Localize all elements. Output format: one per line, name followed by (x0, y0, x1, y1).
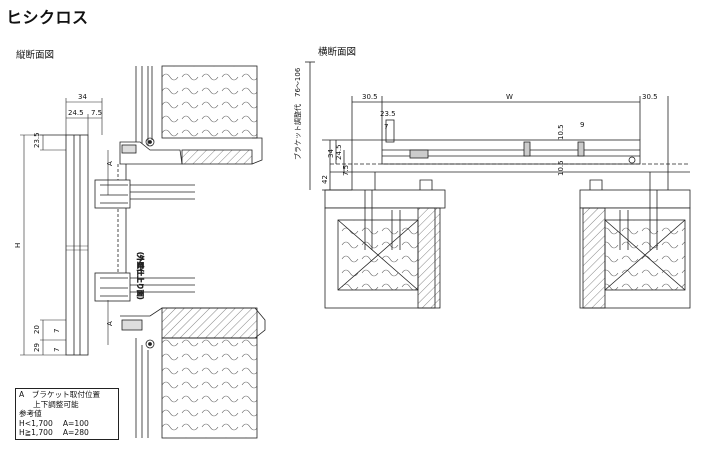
dim-30-5-right: 30.5 (642, 93, 658, 101)
horizontal-section (305, 61, 691, 309)
dim-23-5: 23.5 (33, 132, 41, 148)
dim-10-5-top: 10.5 (557, 124, 565, 140)
note-line-3: 参考値 (19, 409, 42, 419)
dim-29: 29 (33, 343, 41, 352)
vertical-section-label: 縦断面図 (16, 50, 55, 61)
dim-20: 20 (33, 325, 41, 334)
horizontal-section-label: 横断面図 (318, 47, 357, 58)
dim-10-5-bottom: 10.5 (557, 160, 565, 176)
dim-7-5: 7.5 (91, 109, 102, 117)
page-title: ヒシクロス (6, 8, 89, 27)
bracket-screws-bottom (94, 272, 195, 302)
note-line-2: 上下調整可能 (33, 399, 79, 409)
dim-H: H (14, 243, 22, 248)
vertical-section: (外壁仕上り面) (65, 65, 266, 439)
wall-surface-note: (外壁仕上り面) (136, 252, 145, 300)
dim-9: 9 (580, 121, 584, 129)
dim-W: W (506, 93, 513, 101)
vertical-dimensions (20, 98, 109, 356)
dim-34-h: 34 (327, 149, 335, 158)
dim-7-a: 7 (53, 329, 61, 333)
dim-34: 34 (78, 93, 87, 101)
note-line-1: A ブラケット取付位置 (19, 390, 101, 399)
dim-30-5-left: 30.5 (362, 93, 378, 101)
dim-7-b: 7 (53, 348, 61, 352)
bracket-note-box: A ブラケット取付位置 上下調整可能 参考値 H<1,700 A=100 H≧1… (15, 388, 119, 440)
dim-7-h: 7 (384, 123, 388, 131)
dim-23-5-h: 23.5 (380, 110, 396, 118)
bracket-adjust-label: ブラケット調整代 76～106 (293, 67, 302, 160)
dim-A-top: A (106, 161, 114, 166)
note-line-4: H<1,700 A=100 (19, 418, 89, 428)
note-line-5: H≧1,700 A=280 (19, 428, 89, 438)
dim-42: 42 (321, 175, 329, 184)
dim-A-bottom: A (106, 321, 114, 326)
dim-7-5-h: 7.5 (342, 165, 350, 176)
dim-24-5: 24.5 (68, 109, 84, 117)
dim-24-5-h: 24.5 (335, 144, 343, 160)
bracket-screws-top (94, 179, 195, 209)
